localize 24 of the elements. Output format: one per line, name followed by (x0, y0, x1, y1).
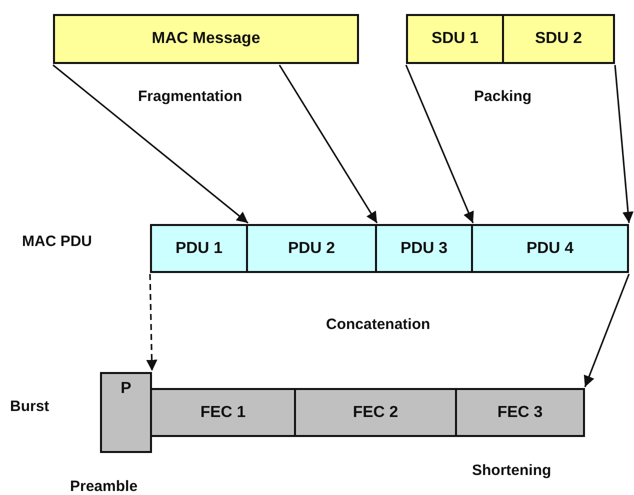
fec-box: FEC 3 (455, 388, 585, 437)
pdu-box: PDU 2 (246, 224, 377, 273)
sdu-box: SDU 1 (406, 14, 504, 64)
arrow (614, 64, 634, 224)
process-label: Packing (474, 88, 532, 105)
node-caption: Preamble (70, 478, 138, 495)
message-box: MAC Message (53, 14, 359, 64)
process-label: Fragmentation (138, 88, 242, 105)
process-label: MAC PDU (22, 233, 92, 250)
pdu-box: PDU 3 (375, 224, 473, 273)
arrow (584, 274, 630, 388)
fec-box: FEC 1 (150, 388, 296, 437)
preamble-box: P (100, 372, 152, 453)
process-label: Concatenation (326, 316, 430, 333)
pdu-box: PDU 4 (471, 224, 629, 273)
arrow (52, 64, 248, 224)
fec-box: FEC 2 (294, 388, 457, 437)
process-label: Burst (10, 398, 50, 415)
arrow (405, 64, 474, 224)
pdu-box: PDU 1 (150, 224, 248, 273)
sdu-box: SDU 2 (502, 14, 615, 64)
arrow (146, 274, 158, 372)
process-label: Shortening (472, 462, 552, 479)
arrow (278, 64, 378, 224)
